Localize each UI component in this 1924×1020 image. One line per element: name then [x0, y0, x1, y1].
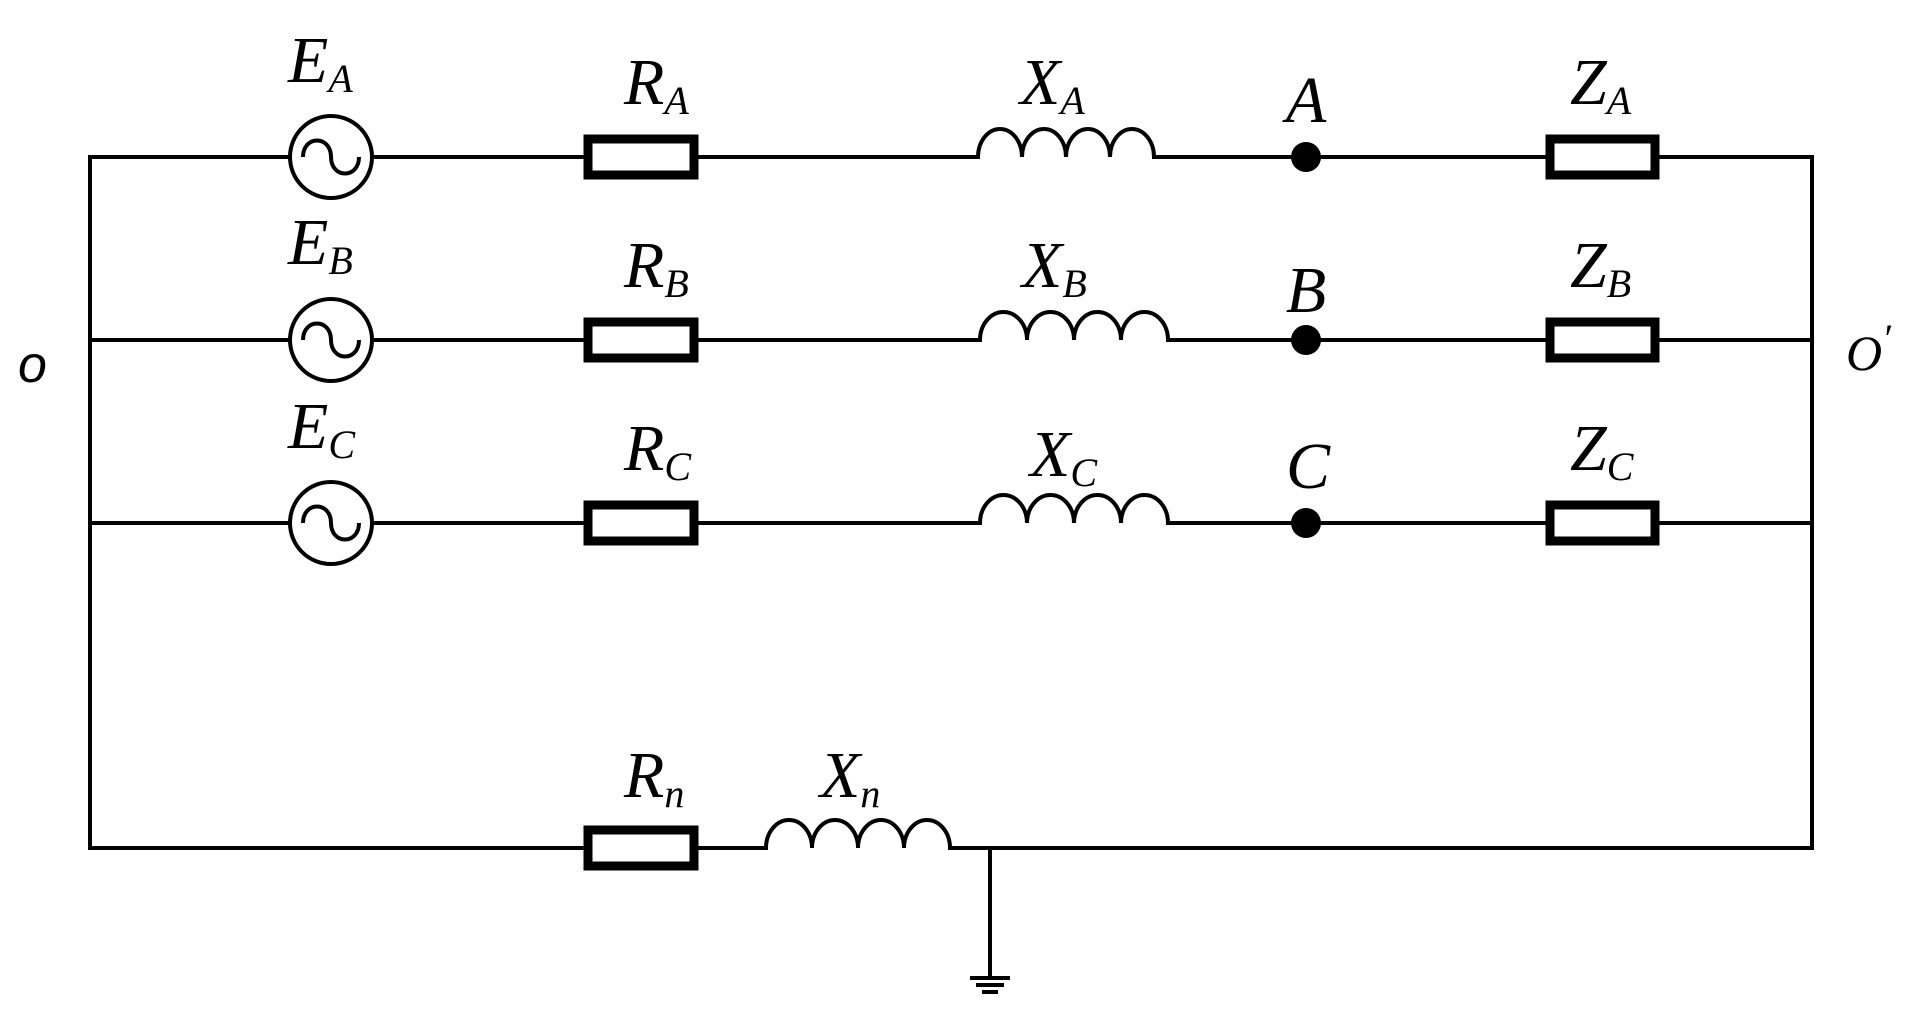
node-o-label: o [18, 336, 47, 394]
source-eb-label: EB [287, 206, 353, 283]
inductor-xc [978, 493, 1170, 524]
inductor-xa-label: XA [1017, 46, 1085, 123]
inductor-xn [764, 818, 952, 849]
source-ec-label: EC [287, 390, 356, 467]
resistor-ra [583, 134, 699, 180]
node-a-dot [1291, 142, 1321, 172]
inductor-xn-label: Xn [817, 739, 880, 816]
node-a-label: A [1282, 64, 1327, 137]
inductor-xa [976, 127, 1156, 158]
load-za-label: ZA [1570, 46, 1632, 123]
source-ec [288, 480, 374, 566]
source-ea-label: EA [287, 24, 353, 101]
node-o-prime-label: O′ [1846, 316, 1892, 381]
ground-icon [970, 846, 1010, 994]
resistor-rc-label: RC [623, 412, 692, 489]
resistor-ra-label: RA [623, 46, 689, 123]
source-eb [288, 297, 374, 383]
node-b-label: B [1286, 254, 1326, 327]
load-zc [1545, 500, 1660, 546]
inductor-xb-label: XB [1019, 229, 1087, 306]
source-ea [288, 114, 374, 200]
load-zc-label: ZC [1570, 412, 1635, 489]
inductor-xb [978, 310, 1170, 341]
node-b-dot [1291, 325, 1321, 355]
inductor-xc-label: XC [1027, 418, 1098, 495]
resistor-rb [583, 317, 699, 363]
resistor-rn [583, 825, 699, 871]
load-zb [1545, 317, 1660, 363]
load-zb-label: ZB [1570, 229, 1631, 306]
resistor-rc [583, 500, 699, 546]
load-za [1545, 134, 1660, 180]
node-c-label: C [1286, 430, 1331, 503]
resistor-rb-label: RB [623, 229, 689, 306]
node-c-dot [1291, 508, 1321, 538]
resistor-rn-label: Rn [623, 739, 684, 816]
